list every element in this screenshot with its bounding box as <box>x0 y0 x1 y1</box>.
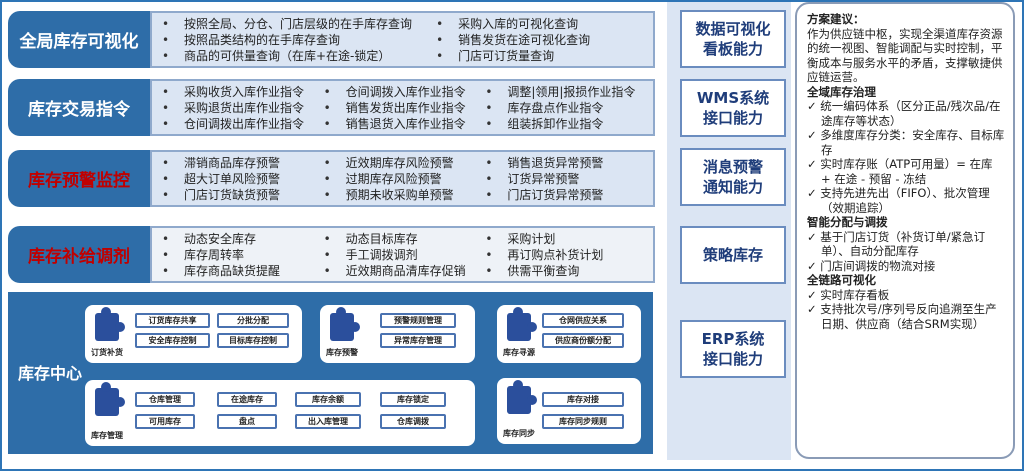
module-card: 库存管理 仓库管理 在途库存 库存余额 库存锁定可用库存 盘点 出入库管理 仓库调拨 <box>85 380 475 446</box>
row-item: 动态目标库存 <box>324 231 486 247</box>
module-chip: 仓库调拨 <box>380 414 446 429</box>
row-item: 近效期商品清库存促销 <box>324 263 486 279</box>
check-item: 基于门店订货（补货订单/紧急订单）、自动分配库存 <box>807 230 1005 259</box>
puzzle-icon <box>330 307 360 341</box>
module-chip: 在途库存 <box>217 392 277 407</box>
module-card: 库存预警 预警规则管理异常库存管理 <box>320 305 475 363</box>
row-item: 库存商品缺货提醒 <box>162 263 324 279</box>
row-items: 采购收货入库作业指令仓间调拨入库作业指令调整|领用|报损作业指令采购退货出库作业… <box>150 79 655 136</box>
row-item: 按照全局、分仓、门店层级的在手库存查询 <box>162 16 436 32</box>
row-item: 按照品类结构的在手库存查询 <box>162 32 436 48</box>
row-item: 预期未收采购单预警 <box>324 187 486 203</box>
row-item: 采购收货入库作业指令 <box>162 84 324 100</box>
inventory-center-title: 库存中心 <box>18 364 83 383</box>
row-label: 库存补给调剂 <box>8 226 150 283</box>
row-item: 组装拆卸作业指令 <box>485 116 647 132</box>
module-chip: 分批分配 <box>217 313 289 328</box>
puzzle-icon <box>507 380 537 414</box>
row-item: 滞销商品库存预警 <box>162 155 324 171</box>
puzzle-icon <box>95 382 125 416</box>
check-item: 多维度库存分类：安全库存、目标库存 <box>807 128 1005 157</box>
row-label: 库存交易指令 <box>8 79 150 136</box>
check-item: 实时库存账（ATP可用量）= 在库 + 在途 - 预留 - 冻结 <box>807 157 1005 186</box>
module-chip: 订货库存共享 <box>135 313 210 328</box>
module-chip: 供应商份额分配 <box>542 333 624 348</box>
function-row: 库存补给调剂动态安全库存动态目标库存采购计划库存周转率手工调拨调剂再订购点补货计… <box>8 226 655 283</box>
module-chip: 仓网供应关系 <box>542 313 624 328</box>
row-item: 销售退货异常预警 <box>485 155 647 171</box>
function-row: 库存预警监控滞销商品库存预警近效期库存风险预警销售退货异常预警超大订单风险预警过… <box>8 150 655 207</box>
module-chip: 盘点 <box>217 414 277 429</box>
module-chip: 目标库存控制 <box>217 333 289 348</box>
capability-box: 数据可视化 看板能力 <box>680 10 786 68</box>
section-heading: 全域库存治理 <box>807 84 876 99</box>
function-row: 库存交易指令采购收货入库作业指令仓间调拨入库作业指令调整|领用|报损作业指令采购… <box>8 79 655 136</box>
module-card: 订货补货 订货库存共享分批分配安全库存控制目标库存控制 <box>85 305 302 363</box>
recommendation-intro: 作为供应链中枢，实现全渠道库存资源的统一视图、智能调配与实时控制，平衡成本与服务… <box>807 26 1003 85</box>
row-item: 门店可订货量查询 <box>436 48 647 64</box>
row-item: 仓间调拨入库作业指令 <box>324 84 486 100</box>
recommendation-panel: 方案建议： 作为供应链中枢，实现全渠道库存资源的统一视图、智能调配与实时控制，平… <box>795 2 1015 459</box>
module-chip: 库存锁定 <box>380 392 446 407</box>
row-item: 超大订单风险预警 <box>162 171 324 187</box>
puzzle-icon <box>95 307 125 341</box>
row-item: 销售退货入库作业指令 <box>324 116 486 132</box>
inventory-center: 库存中心 订货补货 订货库存共享分批分配安全库存控制目标库存控制库存预警 预警规则管… <box>8 292 653 454</box>
row-item: 手工调拨调剂 <box>324 247 486 263</box>
module-name: 库存寻源 <box>503 348 535 357</box>
section-heading: 全链路可视化 <box>807 273 876 287</box>
row-items: 滞销商品库存预警近效期库存风险预警销售退货异常预警超大订单风险预警过期库存风险预… <box>150 150 655 207</box>
row-item: 销售发货出库作业指令 <box>324 100 486 116</box>
capability-box: 策略库存 <box>680 226 786 284</box>
module-chip: 库存对接 <box>542 392 624 407</box>
check-item: 支持批次号/序列号反向追溯至生产日期、供应商（结合SRM实现） <box>807 302 1005 331</box>
module-card: 库存寻源 仓网供应关系供应商份额分配 <box>497 305 641 363</box>
row-item: 采购入库的可视化查询 <box>436 16 647 32</box>
row-item: 近效期库存风险预警 <box>324 155 486 171</box>
row-item: 销售发货在途可视化查询 <box>436 32 647 48</box>
module-card: 库存同步 库存对接库存同步规则 <box>497 378 641 444</box>
capability-box: WMS系统 接口能力 <box>680 79 786 137</box>
row-item: 商品的可供量查询（在库+在途-锁定） <box>162 48 436 64</box>
module-chip: 库存余额 <box>295 392 361 407</box>
module-chip: 异常库存管理 <box>380 333 456 348</box>
row-item: 订货异常预警 <box>485 171 647 187</box>
recommendation-title: 方案建议： <box>807 12 865 26</box>
row-item: 供需平衡查询 <box>485 263 647 279</box>
check-item: 支持先进先出（FIFO）、批次管理（效期追踪） <box>807 186 1005 215</box>
function-row: 全局库存可视化按照全局、分仓、门店层级的在手库存查询采购入库的可视化查询按照品类… <box>8 11 655 68</box>
row-items: 动态安全库存动态目标库存采购计划库存周转率手工调拨调剂再订购点补货计划库存商品缺… <box>150 226 655 283</box>
check-item: 统一编码体系（区分正品/残次品/在途库存等状态） <box>807 99 1005 128</box>
row-item: 库存周转率 <box>162 247 324 263</box>
row-item: 仓间调拨出库作业指令 <box>162 116 324 132</box>
row-item: 再订购点补货计划 <box>485 247 647 263</box>
row-item: 动态安全库存 <box>162 231 324 247</box>
module-chip: 安全库存控制 <box>135 333 210 348</box>
row-item: 门店订货缺货预警 <box>162 187 324 203</box>
row-item: 过期库存风险预警 <box>324 171 486 187</box>
module-chip: 仓库管理 <box>135 392 195 407</box>
row-label: 库存预警监控 <box>8 150 150 207</box>
row-item: 调整|领用|报损作业指令 <box>485 84 647 100</box>
row-items: 按照全局、分仓、门店层级的在手库存查询采购入库的可视化查询按照品类结构的在手库存… <box>150 11 655 68</box>
module-chip: 可用库存 <box>135 414 195 429</box>
check-item: 实时库存看板 <box>807 288 1005 303</box>
module-chip: 出入库管理 <box>295 414 361 429</box>
row-item: 库存盘点作业指令 <box>485 100 647 116</box>
module-name: 库存同步 <box>503 429 535 438</box>
section-heading: 智能分配与调拨 <box>807 215 888 229</box>
capability-box: ERP系统 接口能力 <box>680 320 786 378</box>
row-label: 全局库存可视化 <box>8 11 150 68</box>
capability-box: 消息预警 通知能力 <box>680 148 786 206</box>
module-chip: 预警规则管理 <box>380 313 456 328</box>
module-chip: 库存同步规则 <box>542 414 624 429</box>
module-name: 库存预警 <box>326 348 358 357</box>
row-item: 门店订货异常预警 <box>485 187 647 203</box>
check-item: 门店间调拨的物流对接 <box>807 259 1005 274</box>
row-item: 采购计划 <box>485 231 647 247</box>
module-name: 库存管理 <box>91 431 123 440</box>
row-item: 采购退货出库作业指令 <box>162 100 324 116</box>
module-name: 订货补货 <box>91 348 123 357</box>
puzzle-icon <box>507 307 537 341</box>
